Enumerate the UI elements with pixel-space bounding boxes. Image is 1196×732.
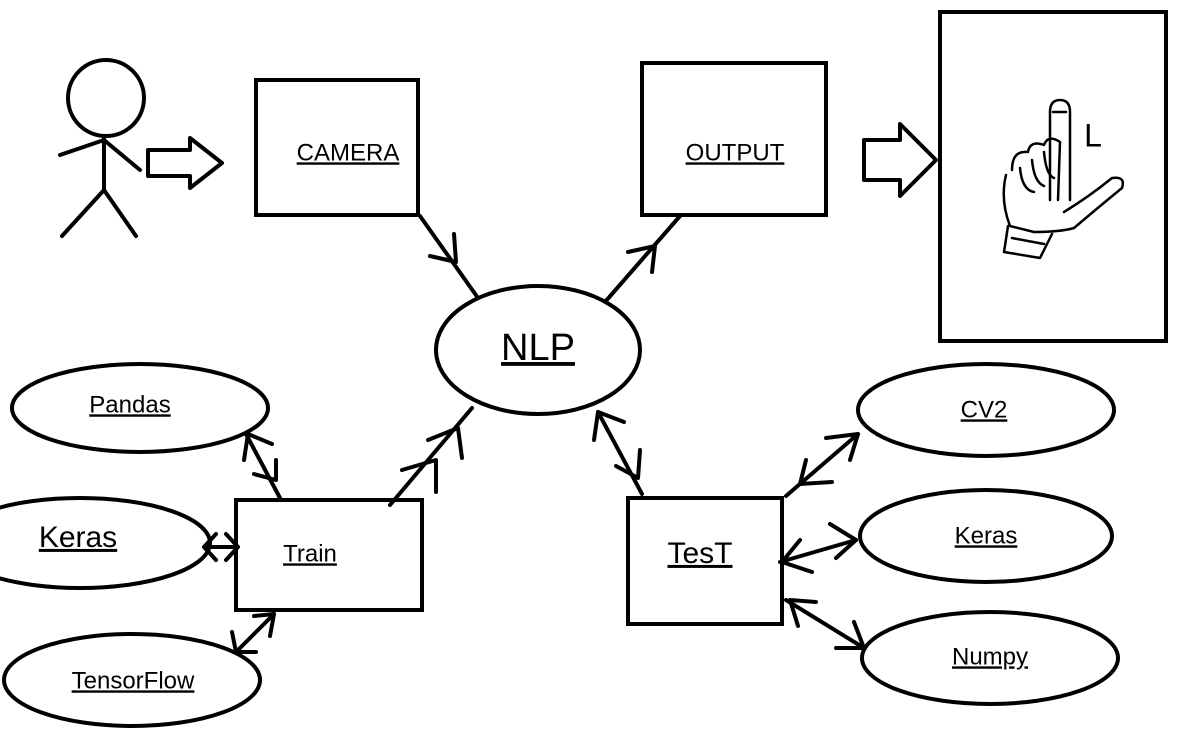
cv2-test-double-arrow xyxy=(784,432,860,498)
hollow-arrow-right-icon xyxy=(862,122,938,198)
asl-letter-l-hand-icon xyxy=(1002,98,1125,260)
pandas-label: Pandas xyxy=(89,391,170,418)
train-box: Train xyxy=(234,498,424,612)
pandas-node: Pandas xyxy=(10,362,270,454)
camera-label: CAMERA xyxy=(297,139,400,166)
cv2-node: CV2 xyxy=(856,362,1116,458)
test-box: TesT xyxy=(626,496,784,626)
cv2-label: CV2 xyxy=(961,396,1008,423)
numpy-test-double-arrow xyxy=(784,598,866,650)
nlp-test-double-arrow xyxy=(592,410,644,496)
output-label: OUTPUT xyxy=(686,139,785,166)
sign-letter-label: L xyxy=(1084,117,1102,153)
keras-train-double-arrow xyxy=(202,532,240,562)
tensorflow-node: TensorFlow xyxy=(2,632,262,728)
camera-box: CAMERA xyxy=(254,78,420,217)
keras-test-node: Keras xyxy=(858,488,1114,584)
keras-test-double-arrow xyxy=(778,522,858,574)
numpy-label: Numpy xyxy=(952,643,1028,670)
nlp-to-output-arrow xyxy=(603,214,682,304)
pandas-train-double-arrow xyxy=(242,432,282,500)
tensorflow-train-double-arrow xyxy=(230,612,276,654)
sign-output-panel: L xyxy=(938,10,1168,343)
train-label: Train xyxy=(283,540,337,567)
keras-test-label: Keras xyxy=(955,522,1018,549)
keras-train-label: Keras xyxy=(39,521,117,554)
numpy-node: Numpy xyxy=(860,610,1120,706)
test-label: TesT xyxy=(667,537,732,570)
user-stick-figure-icon xyxy=(58,58,146,238)
keras-train-node: Keras xyxy=(0,496,212,590)
train-to-nlp-arrow xyxy=(388,406,474,507)
camera-to-nlp-arrow xyxy=(418,214,480,300)
nlp-node: NLP xyxy=(434,284,642,416)
output-box: OUTPUT xyxy=(640,61,828,217)
tensorflow-label: TensorFlow xyxy=(72,667,195,694)
hollow-arrow-right-icon xyxy=(146,136,224,190)
nlp-label: NLP xyxy=(501,327,575,369)
